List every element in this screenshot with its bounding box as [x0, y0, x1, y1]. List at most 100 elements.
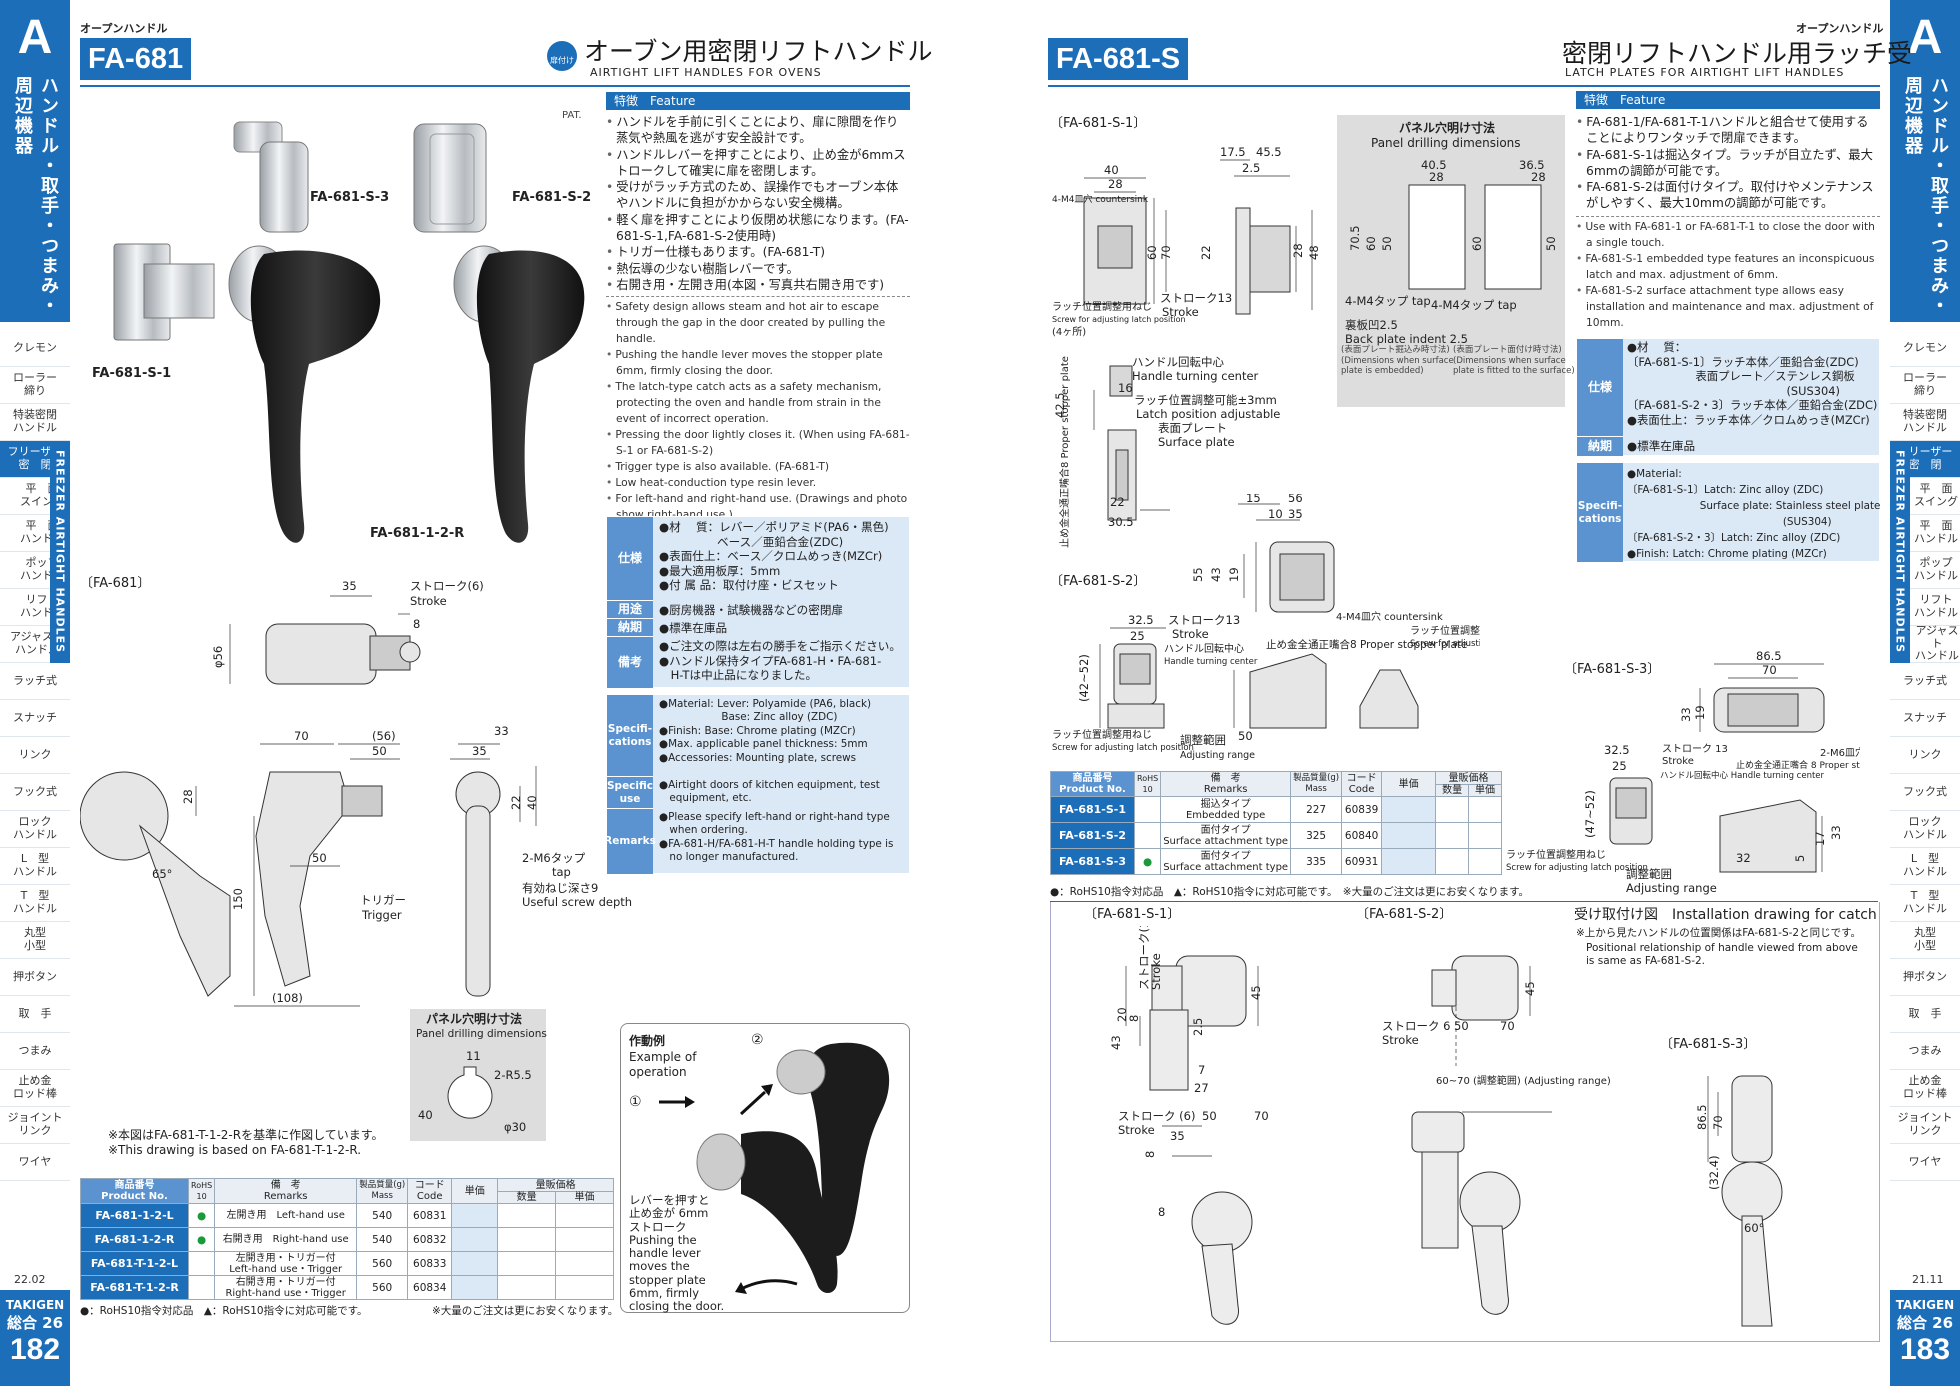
category-item[interactable]: ジョイント リンク [0, 1107, 70, 1144]
category-item[interactable]: スナッチ [0, 700, 70, 737]
category-item[interactable]: 取 手 [1890, 996, 1960, 1033]
table-cell: 掘込タイプ Embedded type [1160, 796, 1292, 823]
panel-title: パネル穴明け寸法 [1399, 121, 1496, 135]
category-item[interactable]: 取 手 [0, 996, 70, 1033]
dim: 8 [413, 617, 420, 631]
table-cell: FA-681-S-3 [1050, 848, 1135, 875]
dim: 17.5 [1220, 145, 1246, 159]
table-cell [451, 1203, 499, 1228]
category-item[interactable]: T 型 ハンドル [0, 885, 70, 922]
feature-item: 熱伝導の少ない樹脂レバーです。 [606, 261, 910, 277]
category-item[interactable]: ロック ハンドル [0, 811, 70, 848]
dim: 48 [1307, 245, 1321, 260]
category-item[interactable]: 特装密閉 ハンドル [0, 404, 70, 441]
dim: φ30 [504, 1120, 526, 1134]
table-cell: 右開き用 Right-hand use [214, 1227, 358, 1252]
category-item[interactable]: ロック ハンドル [1890, 811, 1960, 848]
category-item[interactable]: つまみ [1890, 1033, 1960, 1070]
category-item[interactable]: スナッチ [1890, 700, 1960, 737]
category-item[interactable]: 止め金 ロッド棒 [1890, 1070, 1960, 1107]
photo-label: FA-681-S-2 [512, 190, 592, 205]
dim: 8 [1158, 1205, 1165, 1219]
dim: 60~70 (調整範囲) (Adjusting range) [1436, 1074, 1611, 1087]
dim: 25 [1130, 629, 1145, 643]
dim: 30.5 [1108, 515, 1134, 529]
category-item[interactable]: T 型 ハンドル [1890, 885, 1960, 922]
category-item[interactable]: クレモン [0, 330, 70, 367]
dim: φ56 [211, 646, 225, 668]
table-cell: FA-681-S-2 [1050, 822, 1135, 849]
col-header: 量販価格 [497, 1178, 614, 1192]
category-item[interactable]: 特装密閉 ハンドル [1890, 404, 1960, 441]
handle-photo-2 [453, 245, 585, 543]
dim: 40 [418, 1108, 433, 1122]
dim: Screw for adjusting latch position [1052, 743, 1194, 753]
dim: 8 [1143, 1151, 1157, 1158]
category-item[interactable]: 止め金 ロッド棒 [0, 1070, 70, 1107]
category-item[interactable]: ラッチ式 [1890, 663, 1960, 700]
category-item[interactable]: ローラー 締り [1890, 367, 1960, 404]
page-number-box: TAKIGEN 総合 26 183 [1890, 1290, 1960, 1386]
feature-item: Use with FA-681-1 or FA-681-T-1 to close… [1576, 219, 1880, 251]
dim: 86.5 [1756, 649, 1782, 663]
dim: 70 [1159, 245, 1173, 260]
category-item[interactable]: 丸型 小型 [0, 922, 70, 959]
category-item[interactable]: リンク [1890, 737, 1960, 774]
spec-jp-box: 仕様 納期 ●材 質： 〔FA-681-S-1〕ラッチ本体／亜鉛合金(ZDC) … [1576, 338, 1880, 457]
category-item[interactable]: 押ボタン [1890, 959, 1960, 996]
category-item[interactable]: 押ボタン [0, 959, 70, 996]
table-cell: 540 [356, 1227, 409, 1252]
category-item[interactable]: つまみ [0, 1033, 70, 1070]
category-item[interactable]: アジャスト ハンドル [1890, 624, 1960, 663]
category-item[interactable]: クレモン [1890, 330, 1960, 367]
table-cell [1381, 848, 1437, 875]
dim: 60 [1145, 245, 1159, 260]
category-item[interactable]: ジョイント リンク [1890, 1107, 1960, 1144]
dim: 33 [1829, 825, 1843, 840]
dim: 2-R5.5 [494, 1068, 532, 1082]
col-header: 量販価格 [1435, 771, 1502, 785]
dim: 調整範囲 [1626, 867, 1672, 881]
col-header: 数量 [497, 1191, 557, 1204]
dim: Latch position adjustable [1136, 407, 1280, 421]
model-number: FA-681 [80, 38, 192, 80]
dim: 55 [1191, 567, 1205, 582]
dim: 28 [1429, 170, 1444, 184]
category-item[interactable]: L 型 ハンドル [1890, 848, 1960, 885]
dim: (56) [372, 729, 396, 743]
table-cell [1381, 796, 1437, 823]
category-item[interactable]: 丸型 小型 [1890, 922, 1960, 959]
dim: 4-M4皿穴 countersink [1052, 193, 1149, 205]
category-item[interactable]: ワイヤ [0, 1144, 70, 1181]
category-item[interactable]: フック式 [1890, 774, 1960, 811]
delivery-text: ●標準在庫品 [659, 621, 728, 635]
category-item[interactable]: リンク [0, 737, 70, 774]
latch-s2-photo [413, 123, 487, 233]
page-subtitle: LATCH PLATES FOR AIRTIGHT LIFT HANDLES [1565, 66, 1845, 79]
latch-s1-photo [113, 243, 215, 341]
col-header: 単価 [555, 1191, 614, 1204]
table-cell [1435, 822, 1470, 849]
category-item[interactable]: ローラー 締り [0, 367, 70, 404]
table-cell: 60840 [1341, 822, 1383, 849]
step-1: ① [629, 1094, 642, 1110]
dim: 32 [1736, 851, 1751, 865]
feature-item: 右開き用・左開き用(本図・写真共右開き用です) [606, 277, 910, 293]
col-header: 数量 [1435, 784, 1470, 797]
dim: 5 [1793, 855, 1807, 862]
dim: Surface plate [1158, 435, 1235, 449]
table-cell [1435, 796, 1470, 823]
category-item[interactable]: ラッチ式 [0, 663, 70, 700]
dim: ストローク(6) [410, 579, 484, 593]
dim: (4ヶ所) [1052, 326, 1086, 338]
category-item[interactable]: ワイヤ [1890, 1144, 1960, 1181]
table-cell: 60834 [407, 1275, 453, 1300]
dim: 20 [1115, 1007, 1129, 1022]
category-item[interactable]: L 型 ハンドル [0, 848, 70, 885]
table-cell: ● [1133, 848, 1162, 875]
dim: 4-M4皿穴 countersink [1336, 610, 1443, 623]
category-item[interactable]: フック式 [0, 774, 70, 811]
